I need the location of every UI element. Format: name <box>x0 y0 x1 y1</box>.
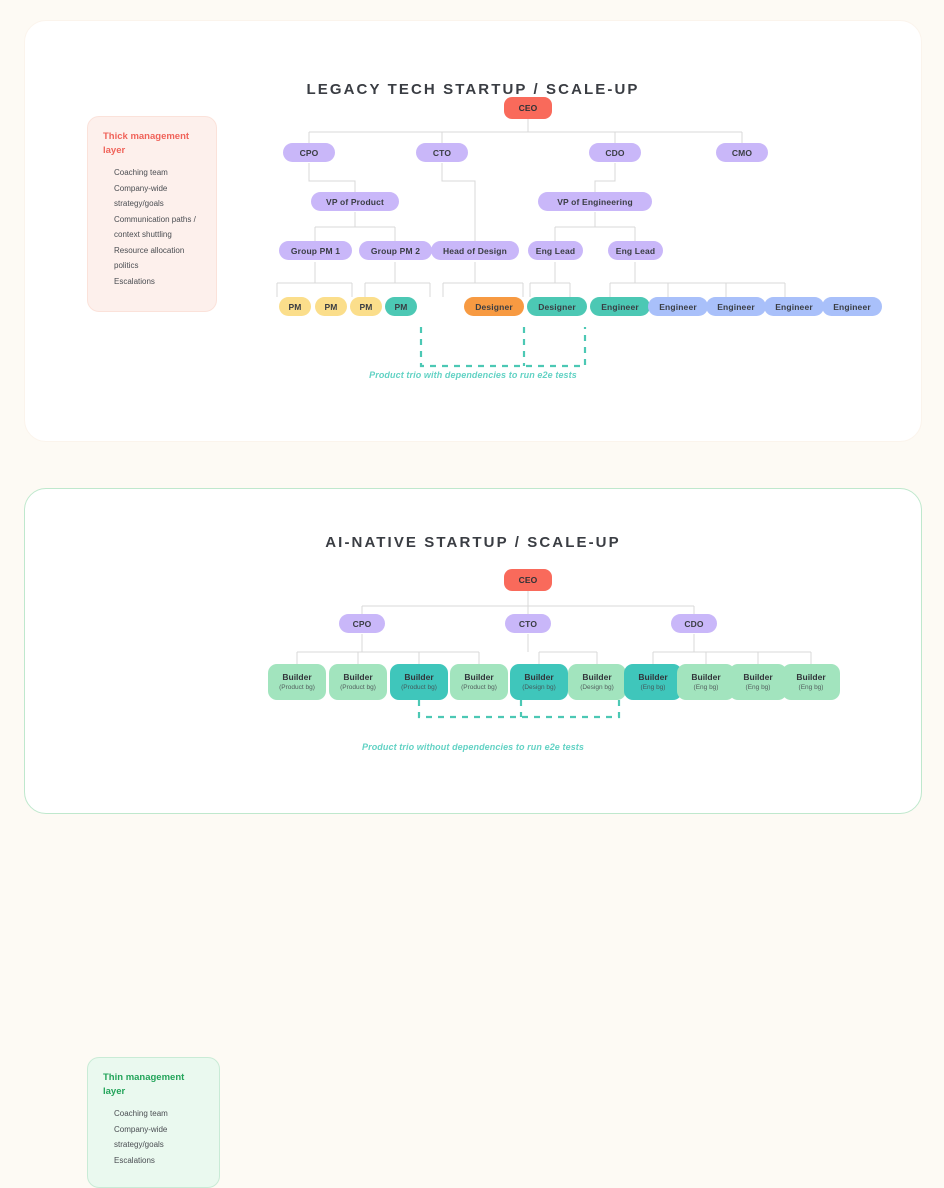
node-cmo[interactable]: CMO <box>716 143 768 162</box>
node-cdo[interactable]: CDO <box>671 614 717 633</box>
builder-label: Builder <box>796 671 826 682</box>
list-item: Escalations <box>114 276 155 286</box>
node-builder-5[interactable]: Builder (Design bg) <box>510 664 568 700</box>
node-pm-4[interactable]: PM <box>385 297 417 316</box>
node-vp-of-engineering[interactable]: VP of Engineering <box>538 192 652 211</box>
node-pm-1[interactable]: PM <box>279 297 311 316</box>
node-vp-of-product[interactable]: VP of Product <box>311 192 399 211</box>
legacy-legend-box: Thick management layer Coaching team Com… <box>87 116 217 312</box>
legacy-title: LEGACY TECH STARTUP / SCALE-UP <box>306 81 640 99</box>
node-head-of-design[interactable]: Head of Design <box>431 241 519 260</box>
ai-connector-lines <box>296 591 812 719</box>
node-pm-3[interactable]: PM <box>350 297 382 316</box>
node-designer-1[interactable]: Designer <box>464 297 524 316</box>
node-engineer-4[interactable]: Engineer <box>764 297 824 316</box>
builder-sublabel: (Product bg) <box>340 683 376 691</box>
ai-legend-box: Thin management layer Coaching team Comp… <box>87 1057 220 1188</box>
legacy-legend-title: Thick management layer <box>103 131 190 156</box>
list-item: Communication paths / context shuttling <box>114 214 196 240</box>
node-builder-7[interactable]: Builder (Eng bg) <box>624 664 682 700</box>
node-group-pm-2[interactable]: Group PM 2 <box>359 241 432 260</box>
node-builder-8[interactable]: Builder (Eng bg) <box>677 664 735 700</box>
legacy-caption: Product trio with dependencies to run e2… <box>369 370 577 380</box>
node-designer-2[interactable]: Designer <box>527 297 587 316</box>
list-item: Escalations <box>114 1155 155 1165</box>
builder-sublabel: (Eng bg) <box>745 683 771 691</box>
ai-org-chart: CEO CPO CTO CDO Builder (Product bg) Bui… <box>25 489 921 813</box>
builder-sublabel: (Eng bg) <box>693 683 719 691</box>
node-engineer-2[interactable]: Engineer <box>648 297 708 316</box>
node-cto[interactable]: CTO <box>416 143 468 162</box>
legacy-section-card: LEGACY TECH STARTUP / SCALE-UP Thick man… <box>24 20 922 442</box>
node-builder-3[interactable]: Builder (Product bg) <box>390 664 448 700</box>
builder-label: Builder <box>524 671 554 682</box>
builder-label: Builder <box>582 671 612 682</box>
ai-trio-bracket <box>417 700 621 719</box>
ai-legend-title: Thin management layer <box>103 1072 185 1097</box>
list-item: Resource allocation politics <box>114 245 185 271</box>
ai-legend-list: Coaching team Company-wide strategy/goal… <box>114 1106 211 1168</box>
legacy-connector-lines <box>276 119 786 368</box>
node-ceo[interactable]: CEO <box>504 569 552 591</box>
list-item: Coaching team <box>114 1109 168 1118</box>
node-eng-lead-2[interactable]: Eng Lead <box>608 241 663 260</box>
builder-sublabel: (Eng bg) <box>640 683 666 691</box>
node-cpo[interactable]: CPO <box>339 614 385 633</box>
builder-label: Builder <box>464 671 494 682</box>
node-cdo[interactable]: CDO <box>589 143 641 162</box>
list-item: Company-wide strategy/goals <box>114 1124 168 1150</box>
list-item: Coaching team <box>114 168 168 177</box>
builder-sublabel: (Design bg) <box>522 683 556 691</box>
node-builder-2[interactable]: Builder (Product bg) <box>329 664 387 700</box>
legacy-legend-list: Coaching team Company-wide strategy/goal… <box>114 165 208 289</box>
builder-label: Builder <box>343 671 373 682</box>
node-builder-10[interactable]: Builder (Eng bg) <box>782 664 840 700</box>
builder-sublabel: (Design bg) <box>580 683 614 691</box>
builder-sublabel: (Product bg) <box>461 683 497 691</box>
builder-label: Builder <box>282 671 312 682</box>
node-group-pm-1[interactable]: Group PM 1 <box>279 241 352 260</box>
builder-sublabel: (Product bg) <box>401 683 437 691</box>
node-cto[interactable]: CTO <box>505 614 551 633</box>
node-engineer-3[interactable]: Engineer <box>706 297 766 316</box>
ai-title: AI-NATIVE STARTUP / SCALE-UP <box>325 534 621 552</box>
node-builder-4[interactable]: Builder (Product bg) <box>450 664 508 700</box>
builder-sublabel: (Eng bg) <box>798 683 824 691</box>
ai-caption: Product trio without dependencies to run… <box>361 742 585 752</box>
node-pm-2[interactable]: PM <box>315 297 347 316</box>
builder-label: Builder <box>691 671 721 682</box>
node-ceo[interactable]: CEO <box>504 97 552 119</box>
node-cpo[interactable]: CPO <box>283 143 335 162</box>
ai-native-section-card: AI-NATIVE STARTUP / SCALE-UP Thin manage… <box>24 488 922 1188</box>
node-builder-1[interactable]: Builder (Product bg) <box>268 664 326 700</box>
builder-label: Builder <box>638 671 668 682</box>
builder-label: Builder <box>743 671 773 682</box>
list-item: Company-wide strategy/goals <box>114 183 168 209</box>
builder-label: Builder <box>404 671 434 682</box>
node-engineer-5[interactable]: Engineer <box>822 297 882 316</box>
builder-sublabel: (Product bg) <box>279 683 315 691</box>
org-chart-comparison-page: LEGACY TECH STARTUP / SCALE-UP Thick man… <box>24 20 922 1188</box>
node-builder-6[interactable]: Builder (Design bg) <box>568 664 626 700</box>
node-eng-lead-1[interactable]: Eng Lead <box>528 241 583 260</box>
node-builder-9[interactable]: Builder (Eng bg) <box>729 664 787 700</box>
legacy-trio-bracket <box>419 327 587 368</box>
node-engineer-1[interactable]: Engineer <box>590 297 650 316</box>
legacy-org-chart: CEO CPO CTO CDO CMO VP of Product VP of … <box>25 21 921 441</box>
